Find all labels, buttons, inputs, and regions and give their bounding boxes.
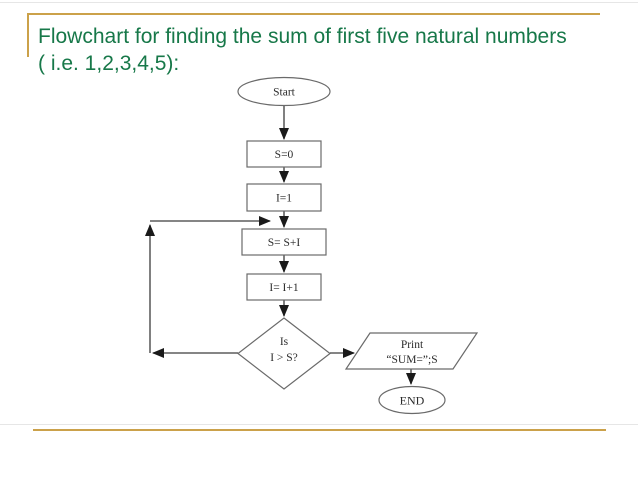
node-start-terminator: [237, 76, 331, 107]
page-title-line-1: Flowchart for finding the sum of first f…: [38, 25, 567, 48]
node-print-label-line1: Print: [401, 339, 424, 351]
node-increment-label: I= I+1: [269, 282, 299, 294]
bottom-divider-line: [0, 424, 638, 425]
top-divider-line: [0, 2, 638, 3]
node-end-label: END: [400, 394, 425, 408]
node-decision-label-line1: Is: [280, 336, 289, 348]
page-title: Flowchart for finding the sum of first f…: [38, 23, 613, 77]
node-set-sum-process: [246, 140, 322, 168]
node-add-label: S= S+I: [268, 237, 301, 249]
node-decision-label-line2: I > S?: [270, 352, 298, 364]
node-set-sum-label: S=0: [275, 149, 294, 161]
node-add-process: [241, 228, 327, 256]
bottom-accent-line: [33, 429, 606, 431]
title-accent-line-top: [27, 13, 600, 15]
node-decision-diamond: [237, 317, 331, 390]
node-set-i-label: I=1: [276, 193, 292, 205]
node-set-i-process: [246, 183, 322, 212]
node-print-label-line2: “SUM=”;S: [386, 354, 437, 366]
node-end-terminator: [378, 385, 446, 415]
node-increment-process: [246, 273, 322, 301]
node-print-parallelogram: [344, 332, 479, 370]
title-accent-line-left: [27, 13, 29, 57]
page-title-line-2: ( i.e. 1,2,3,4,5):: [38, 52, 180, 75]
node-start-label: Start: [273, 87, 296, 99]
